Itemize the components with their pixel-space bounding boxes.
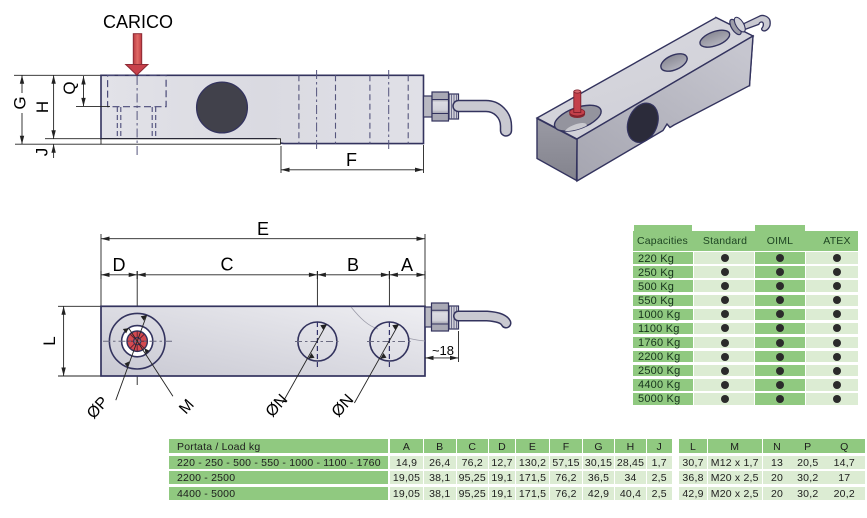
svg-text:L: L (40, 336, 59, 345)
svg-text:ØN: ØN (329, 391, 358, 420)
svg-text:G: G (11, 96, 30, 109)
svg-text:D: D (113, 255, 126, 275)
svg-text:B: B (347, 255, 359, 275)
svg-text:J: J (33, 148, 52, 157)
svg-text:A: A (401, 255, 413, 275)
svg-text:M: M (176, 396, 198, 417)
svg-text:F: F (346, 150, 357, 170)
svg-text:CARICO: CARICO (103, 12, 173, 32)
svg-text:Q: Q (60, 81, 79, 94)
svg-text:ØP: ØP (84, 394, 112, 423)
svg-text:ØN: ØN (263, 391, 292, 420)
svg-text:~18: ~18 (432, 343, 454, 358)
svg-text:H: H (33, 101, 52, 113)
svg-text:C: C (221, 255, 234, 275)
svg-text:E: E (257, 219, 269, 239)
